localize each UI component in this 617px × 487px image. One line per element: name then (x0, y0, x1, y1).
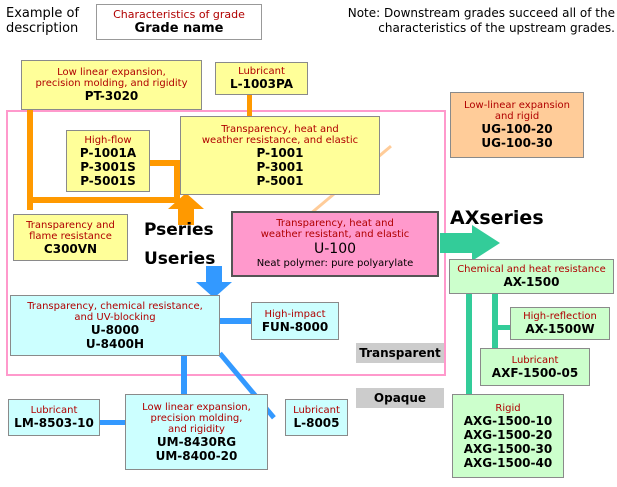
node-characteristics: Transparency, chemical resistance, and U… (27, 300, 203, 323)
node-characteristics: Chemical and heat resistance (457, 264, 606, 275)
node-pt3020: Low linear expansion, precision molding,… (21, 60, 202, 110)
legend-note: Note: Downstream grades succeed all of t… (347, 6, 615, 35)
node-high-flow: High-flow P-1001A P-3001S P-5001S (66, 130, 150, 192)
node-grade-name: U-100 (313, 241, 357, 257)
node-grade-name: LM-8503-10 (14, 416, 94, 430)
node-l1003pa: Lubricant L-1003PA (215, 62, 308, 95)
node-u8000: Transparency, chemical resistance, and U… (10, 295, 220, 356)
node-grade-name: P-1001A P-3001S P-5001S (79, 145, 137, 188)
legend-characteristics-label: Characteristics of grade (113, 7, 245, 21)
node-grade-name: UM-8430RG UM-8400-20 (155, 434, 238, 463)
node-grade-name: AX-1500W (525, 322, 595, 336)
connector-line (148, 160, 180, 166)
opaque-label: Opaque (356, 388, 444, 408)
node-ax1500w: High-reflection AX-1500W (510, 307, 610, 340)
node-grade-name: P-1001 P-3001 P-5001 (256, 145, 304, 188)
node-characteristics: Low linear expansion, precision molding,… (35, 67, 188, 89)
legend-example-label: Example of description (6, 6, 80, 36)
node-ax1500: Chemical and heat resistance AX-1500 (449, 259, 614, 294)
p-series-label: Pseries (144, 220, 214, 240)
node-subtitle: Neat polymer: pure polyarylate (256, 258, 414, 269)
node-lm8503: Lubricant LM-8503-10 (8, 399, 100, 436)
node-grade-name: AXF-1500-05 (491, 365, 579, 380)
node-grade-name: L-8005 (293, 416, 340, 430)
node-axg1500: Rigid AXG-1500-10 AXG-1500-20 AXG-1500-3… (452, 394, 564, 478)
connector-line (100, 420, 130, 425)
node-characteristics: High-impact (264, 308, 326, 320)
connector-line (492, 325, 512, 330)
node-characteristics: Transparency, heat and weather resistanc… (201, 123, 359, 146)
arrow-right-icon (440, 225, 500, 261)
transparent-label: Transparent (356, 343, 444, 363)
node-ug100: Low-linear expansion and rigid UG-100-20… (450, 92, 584, 158)
connector-line (174, 160, 180, 203)
connector-line (492, 292, 498, 348)
legend-example-box: Characteristics of grade Grade name (96, 4, 262, 40)
node-grade-name: C300VN (43, 241, 98, 256)
node-grade-name: UG-100-20 UG-100-30 (481, 122, 553, 150)
connector-line (466, 292, 472, 397)
connector-line (181, 355, 187, 399)
node-fun8000: High-impact FUN-8000 (251, 302, 339, 340)
node-grade-name: PT-3020 (84, 89, 139, 103)
legend-grade-label: Grade name (134, 20, 224, 36)
node-characteristics: Transparency and flame resistance (26, 219, 115, 242)
arrow-up-icon (168, 193, 204, 225)
node-p1001: Transparency, heat and weather resistanc… (180, 116, 380, 195)
node-grade-name: U-8000 U-8400H (85, 322, 145, 351)
node-l8005: Lubricant L-8005 (285, 399, 348, 436)
node-characteristics: Lubricant (293, 405, 340, 416)
node-u100: Transparency, heat and weather resistant… (231, 211, 439, 277)
node-characteristics: Lubricant (238, 66, 285, 77)
node-characteristics: Low linear expansion, precision molding,… (142, 401, 251, 435)
ax-series-label: AXseries (450, 207, 544, 229)
node-characteristics: High-flow (84, 134, 132, 146)
node-characteristics: Low-linear expansion and rigid (464, 100, 570, 122)
node-c300vn: Transparency and flame resistance C300VN (13, 214, 128, 261)
node-grade-name: AXG-1500-10 AXG-1500-20 AXG-1500-30 AXG-… (463, 413, 553, 470)
node-characteristics: High-reflection (523, 311, 597, 322)
connector-line (27, 110, 33, 210)
node-characteristics: Lubricant (30, 405, 78, 416)
node-um8430: Low linear expansion, precision molding,… (125, 394, 268, 470)
connector-line (220, 318, 252, 324)
connector-line (247, 94, 252, 118)
connector-line (27, 197, 177, 203)
node-grade-name: FUN-8000 (261, 319, 329, 334)
node-grade-name: L-1003PA (229, 77, 293, 91)
u-series-label: Useries (144, 249, 216, 269)
node-characteristics: Transparency, heat and weather resistant… (260, 218, 410, 240)
node-characteristics: Lubricant (511, 354, 559, 366)
node-characteristics: Rigid (495, 402, 521, 414)
arrow-down-icon (196, 266, 232, 298)
node-axf1500: Lubricant AXF-1500-05 (480, 348, 590, 386)
node-grade-name: AX-1500 (503, 275, 560, 289)
